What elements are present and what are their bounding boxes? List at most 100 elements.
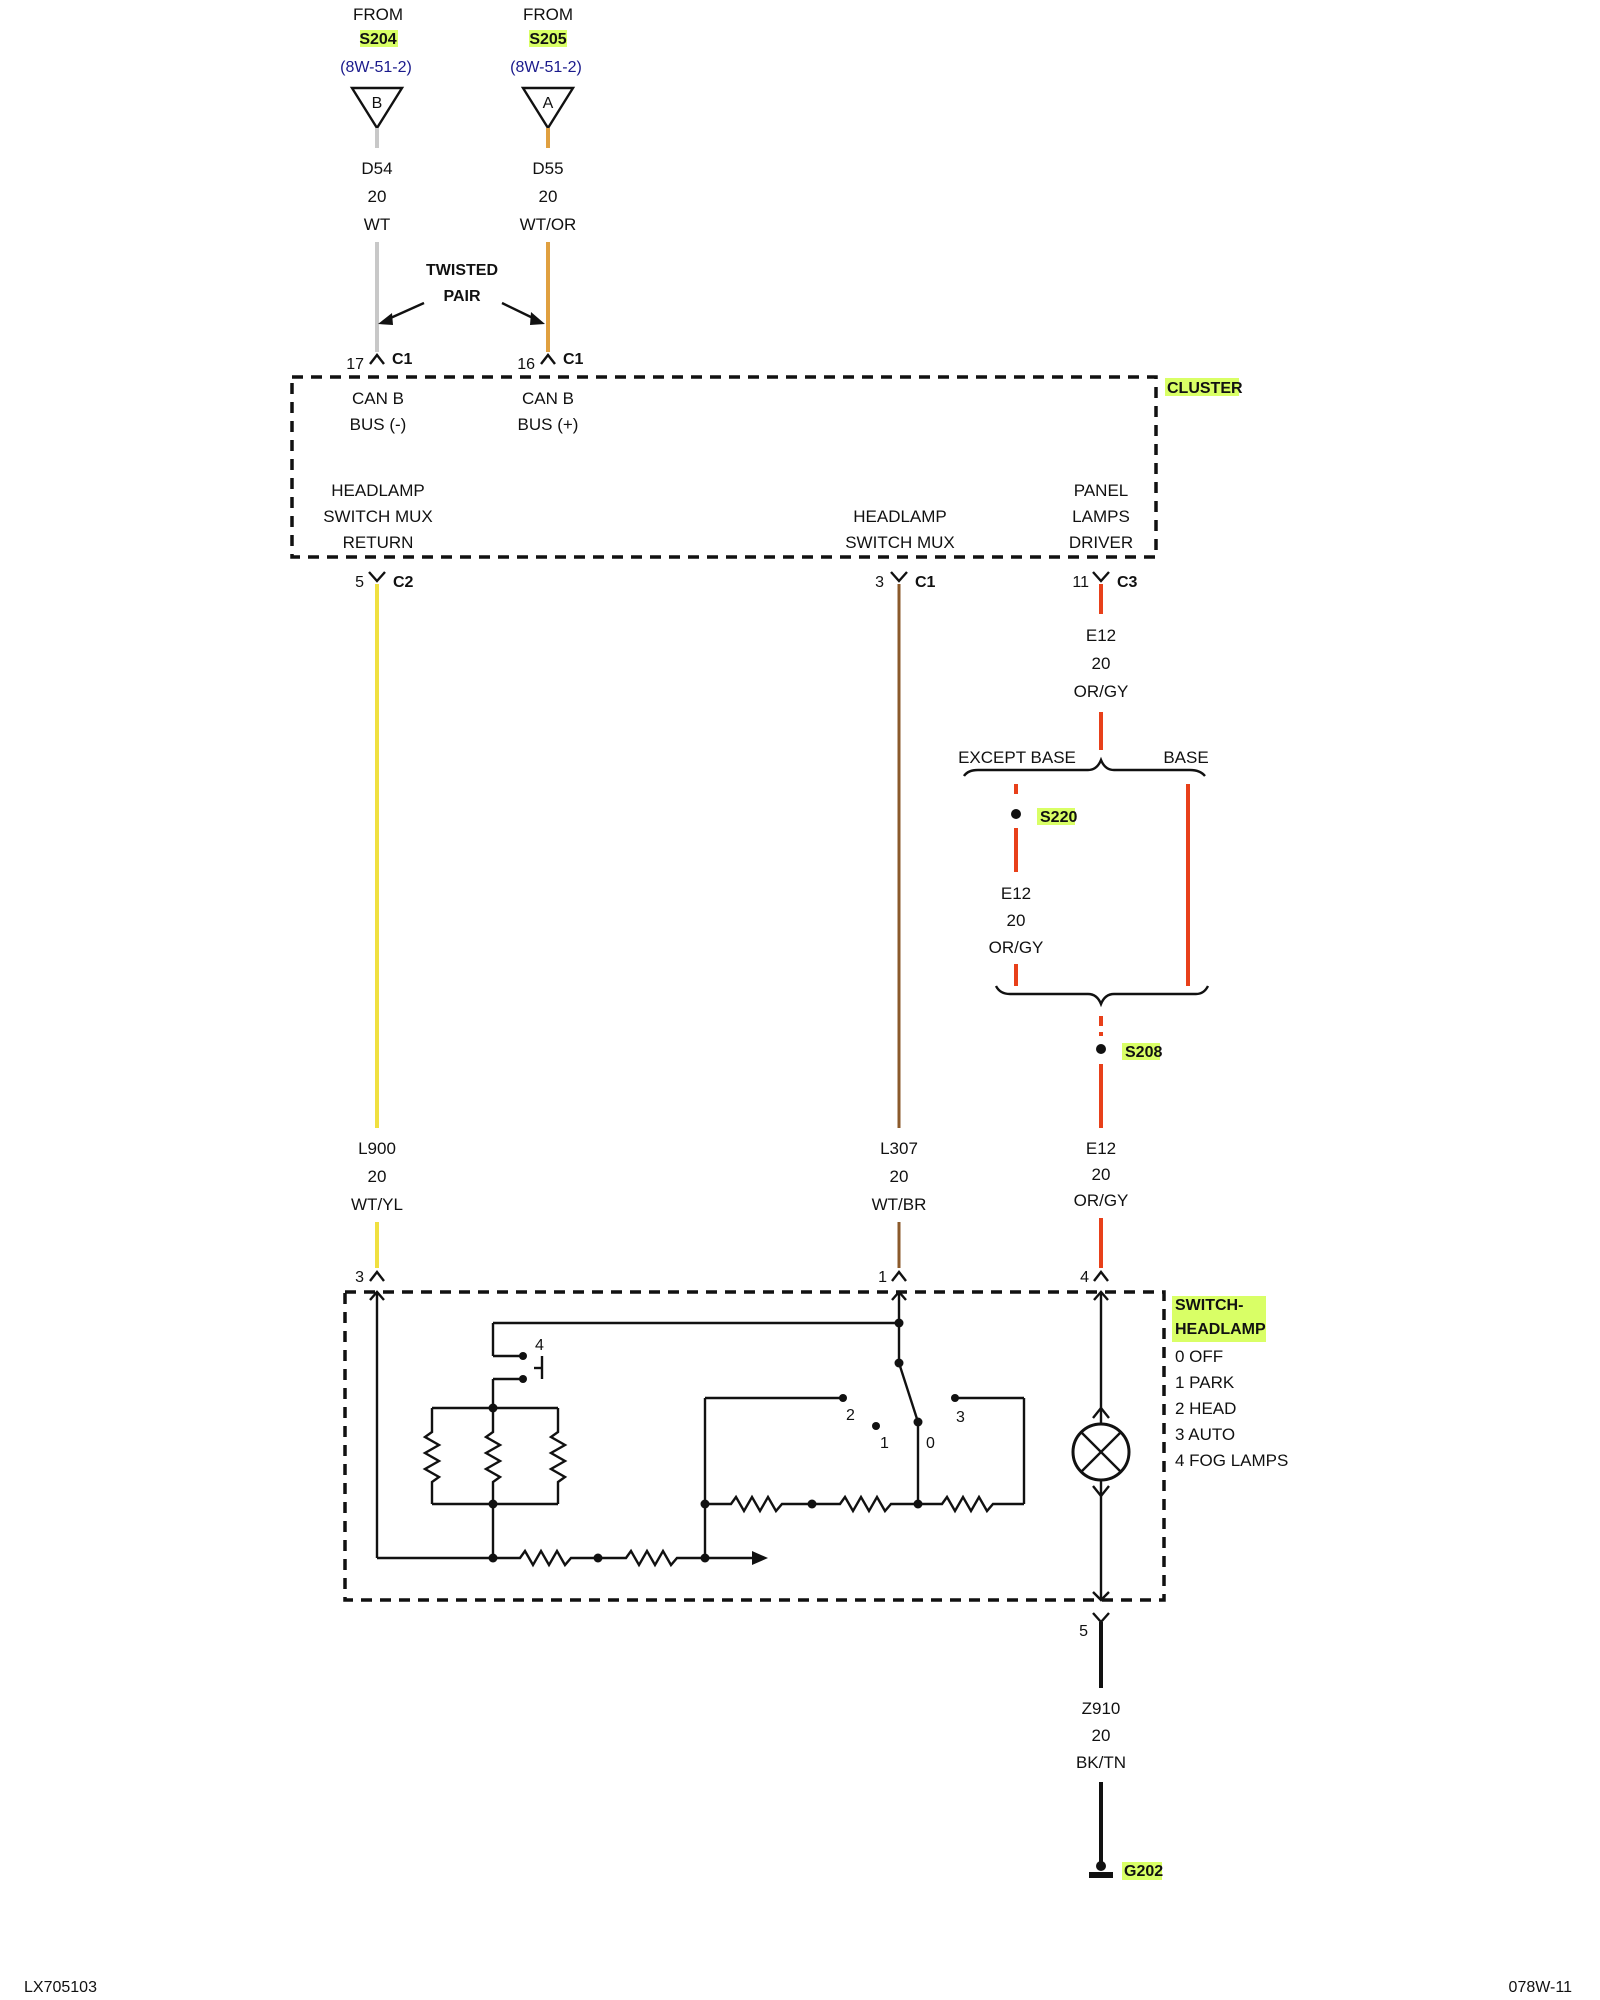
pin-func-l1: HEADLAMP — [853, 507, 947, 526]
circuit-id: E12 — [1001, 884, 1031, 903]
connector-triangle-b-icon — [349, 86, 405, 131]
switch-internal-circuit: 4 2 1 0 3 — [369, 1290, 1131, 1602]
switch-pin-3: 3 — [355, 1269, 385, 1286]
wire-label-d55: D55 20 WT/OR — [520, 159, 577, 234]
pin-number: 4 — [1080, 1269, 1089, 1286]
cluster-pin-3: 3 C1 — [875, 571, 936, 591]
splice-dot-s220 — [1011, 809, 1021, 819]
twisted-label: TWISTED — [426, 262, 498, 279]
wire-label-z910: Z910 20 BK/TN — [1076, 1699, 1126, 1772]
wire-color: WT/BR — [872, 1195, 927, 1214]
connector-id: C3 — [1117, 574, 1138, 591]
pin-func-l1: PANEL — [1074, 481, 1129, 500]
connector-pin-icon — [1092, 1612, 1110, 1624]
circuit-id: L900 — [358, 1139, 396, 1158]
triangle-letter: A — [543, 95, 554, 112]
gauge: 20 — [539, 187, 558, 206]
wire-label-e12-bottom: E12 20 OR/GY — [1074, 1139, 1129, 1210]
splice-label-s208: S208 — [1125, 1044, 1162, 1061]
gauge: 20 — [1007, 911, 1026, 930]
twisted-pair-callout: TWISTED PAIR — [378, 262, 545, 325]
panel-lamps-driver: PANEL LAMPS DRIVER — [1069, 481, 1133, 552]
contact-number: 2 — [846, 1407, 855, 1424]
connector-pin-icon — [369, 353, 385, 365]
connector-id: C1 — [915, 574, 936, 591]
can-b-bus-plus: CAN B BUS (+) — [518, 389, 579, 434]
wire-label-d54: D54 20 WT — [361, 159, 392, 234]
connector-id: C1 — [563, 351, 584, 368]
pin-func-l2: SWITCH MUX — [323, 507, 433, 526]
cluster-box — [290, 375, 1158, 559]
wire-color: WT/YL — [351, 1195, 403, 1214]
pin-number: 5 — [1079, 1623, 1088, 1640]
circuit-id: D55 — [532, 159, 563, 178]
connector-pin-icon — [890, 571, 908, 583]
circuit-id: L307 — [880, 1139, 918, 1158]
pin-func-l1: CAN B — [352, 389, 404, 408]
switch-positions-legend: 0 OFF 1 PARK 2 HEAD 3 AUTO 4 FOG LAMPS — [1175, 1347, 1288, 1470]
connector-pin-icon — [368, 571, 386, 583]
base-label: BASE — [1163, 748, 1208, 767]
wire-label-e12-top: E12 20 OR/GY — [1074, 626, 1129, 701]
triangle-letter: B — [372, 95, 383, 112]
position-item: 4 FOG LAMPS — [1175, 1451, 1288, 1470]
contact-number: 1 — [880, 1435, 889, 1452]
pin-func-l2: BUS (-) — [350, 415, 407, 434]
pin-func-l3: DRIVER — [1069, 533, 1133, 552]
except-base-label: EXCEPT BASE — [958, 748, 1076, 767]
headlamp-switch-mux-return: HEADLAMP SWITCH MUX RETURN — [323, 481, 433, 552]
ref-label[interactable]: (8W-51-2) — [340, 59, 412, 76]
pin-number: 16 — [517, 356, 535, 373]
arrow-right-icon — [752, 1551, 768, 1565]
pin-func-l3: RETURN — [343, 533, 414, 552]
pin-func-l1: CAN B — [522, 389, 574, 408]
pin-number: 3 — [355, 1269, 364, 1286]
switch-headlamp-box — [343, 1290, 1166, 1602]
pin-number: 5 — [355, 574, 364, 591]
wire-label-l900: L900 20 WT/YL — [351, 1139, 403, 1214]
connector-pin-icon — [891, 1270, 907, 1282]
switch-title-line1: SWITCH- — [1175, 1297, 1243, 1314]
cluster-title: CLUSTER — [1167, 380, 1243, 397]
from-label: FROM — [523, 5, 573, 24]
wire-color: OR/GY — [989, 938, 1044, 957]
arrow-right-icon — [530, 312, 545, 325]
pin-number: 1 — [878, 1269, 887, 1286]
splice-label-s204: S204 — [359, 31, 396, 48]
circuit-id: Z910 — [1082, 1699, 1121, 1718]
contact-number: 3 — [956, 1409, 965, 1426]
connector-pin-icon — [369, 1270, 385, 1282]
wire-color: WT — [364, 215, 390, 234]
wire-label-l307: L307 20 WT/BR — [872, 1139, 927, 1214]
gauge: 20 — [368, 1167, 387, 1186]
wire-color: WT/OR — [520, 215, 577, 234]
ground-label: G202 — [1124, 1863, 1163, 1880]
switch-pin-1: 1 — [878, 1269, 907, 1286]
diagram-id-left: LX705103 — [24, 1979, 97, 1996]
connector-pin-icon — [1093, 1270, 1109, 1282]
contact-number: 0 — [926, 1435, 935, 1452]
position-item: 1 PARK — [1175, 1373, 1235, 1392]
circuit-id: E12 — [1086, 626, 1116, 645]
branch-bracket-top: EXCEPT BASE BASE — [958, 748, 1209, 777]
splice-dot-s208 — [1096, 1044, 1106, 1054]
pin-func-l2: LAMPS — [1072, 507, 1130, 526]
pair-label: PAIR — [443, 288, 480, 305]
wire-color: OR/GY — [1074, 1191, 1129, 1210]
gauge: 20 — [368, 187, 387, 206]
position-item: 0 OFF — [1175, 1347, 1223, 1366]
arrow-left-icon — [378, 313, 393, 325]
switch-pin-4: 4 — [1080, 1269, 1109, 1286]
ref-label[interactable]: (8W-51-2) — [510, 59, 582, 76]
position-item: 3 AUTO — [1175, 1425, 1235, 1444]
wire-color: BK/TN — [1076, 1753, 1126, 1772]
gauge: 20 — [890, 1167, 909, 1186]
diagram-id-right: 078W-11 — [1509, 1979, 1573, 1996]
splice-label-s205: S205 — [529, 31, 566, 48]
headlamp-switch-mux: HEADLAMP SWITCH MUX — [845, 507, 955, 552]
gauge: 20 — [1092, 1165, 1111, 1184]
pin-func-l2: BUS (+) — [518, 415, 579, 434]
circuit-id: E12 — [1086, 1139, 1116, 1158]
switch-pin-5: 5 — [1079, 1612, 1110, 1640]
